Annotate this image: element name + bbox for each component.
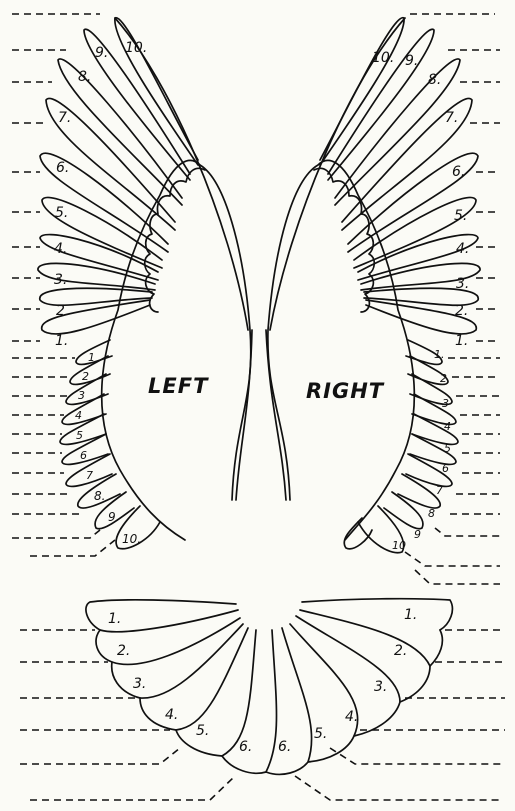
right-secondary-7-label: 7 <box>436 484 443 497</box>
left-secondary-9-label: 9. <box>108 510 119 524</box>
left-secondary-3-label: 3 <box>78 389 85 402</box>
record-line <box>415 570 500 584</box>
right-primary-4-label: 4. <box>456 241 469 257</box>
left-primary-1-label: 1. <box>55 333 68 349</box>
right-primary-10-label: 10. <box>372 50 394 66</box>
right-secondary-4-label: 4 <box>444 420 451 433</box>
record-line <box>295 776 500 800</box>
left-primary-9-label: 9. <box>95 45 108 61</box>
tail-right-6-label: 6. <box>278 739 291 755</box>
right-primary-3-label: 3. <box>456 276 469 292</box>
right-primary-5-label: 5. <box>454 208 467 224</box>
left-secondary-8-label: 8. <box>94 489 105 503</box>
tail-right-1-label: 1. <box>404 607 417 623</box>
record-line <box>330 748 505 764</box>
left-primary-2-label: 2 <box>56 303 65 319</box>
right-primary-2-label: 2. <box>455 303 468 319</box>
tail-right-4-label: 4. <box>345 709 358 725</box>
right-primary-8-label: 8. <box>428 72 441 88</box>
left-primary-8-label: 8. <box>78 69 91 85</box>
right-wing-label: RIGHT <box>306 379 385 403</box>
left-secondary-2-label: 2 <box>82 370 89 383</box>
tail-left-5-label: 5. <box>196 723 209 739</box>
right-secondary-5-label: 5 <box>444 442 451 455</box>
left-wing-label: LEFT <box>148 374 209 398</box>
right-secondary-6-label: 6 <box>442 462 449 475</box>
tail-left-2-label: 2. <box>117 643 130 659</box>
record-line <box>12 530 100 538</box>
right-primary-7-label: 7. <box>445 110 458 126</box>
right-wing-outline <box>268 160 414 540</box>
right-secondary-3-label: 3 <box>442 397 449 410</box>
tail-right-5-label: 5. <box>314 726 327 742</box>
tail-record-lines <box>20 630 505 800</box>
record-line <box>405 552 500 566</box>
record-line <box>435 528 500 536</box>
left-primary-4-label: 4. <box>54 241 67 257</box>
left-wing-outline <box>102 160 251 540</box>
left-secondary-4-label: 4 <box>75 409 82 422</box>
record-line <box>20 748 180 764</box>
right-secondary-5 <box>412 414 458 444</box>
tail-right-2-label: 2. <box>394 643 407 659</box>
tail-left-4 <box>140 624 243 730</box>
right-primary-1-label: 1. <box>455 333 468 349</box>
right-secondary-2-label: 2 <box>440 372 447 385</box>
tail-left-1-label: 1. <box>108 611 121 627</box>
left-secondary-7-label: 7 <box>86 469 93 482</box>
tail-right-3-label: 3. <box>374 679 387 695</box>
left-primary-6-label: 6. <box>56 160 69 176</box>
left-secondary-10-label: 10. <box>122 532 141 546</box>
tail-left-6-label: 6. <box>239 739 252 755</box>
left-leading-edge <box>115 18 248 330</box>
right-secondary-8-label: 8 <box>428 507 435 520</box>
right-secondary-11-tip <box>344 518 372 549</box>
right-primary-9-label: 9. <box>405 53 418 69</box>
right-primary-6-label: 6. <box>452 164 465 180</box>
left-secondary-5 <box>60 414 106 444</box>
tail-right-3 <box>296 616 430 702</box>
right-secondary-1-label: 1. <box>434 348 445 361</box>
left-secondary-1-label: 1 <box>88 351 95 364</box>
right-primary-10 <box>320 18 404 165</box>
record-line <box>30 776 235 800</box>
left-primary-7-label: 7. <box>58 110 71 126</box>
left-secondary-6-label: 6 <box>80 449 87 462</box>
left-secondary-5-label: 5 <box>76 429 83 442</box>
tail-left-3-label: 3. <box>133 676 146 692</box>
right-record-lines <box>405 14 500 584</box>
tail-right-1 <box>302 599 452 630</box>
right-secondary-9-label: 9 <box>414 528 421 541</box>
left-wing <box>38 18 252 549</box>
left-primary-10-label: 10. <box>125 40 147 56</box>
left-primary-3-label: 3. <box>54 272 67 288</box>
left-primary-5-label: 5. <box>55 205 68 221</box>
record-line <box>30 540 115 556</box>
tail-left-4-label: 4. <box>165 707 178 723</box>
right-secondary-10-label: 10 <box>392 539 406 552</box>
